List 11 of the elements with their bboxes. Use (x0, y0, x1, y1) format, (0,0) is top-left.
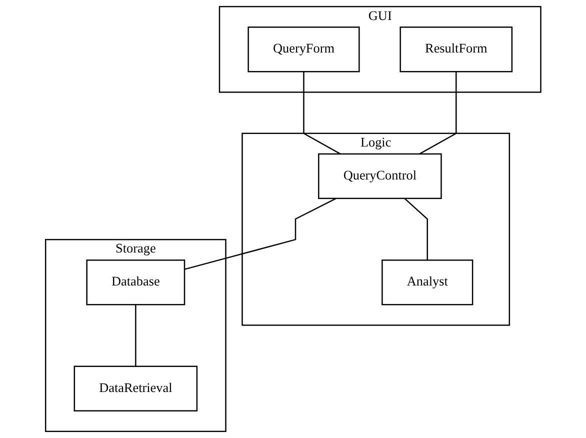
connector (419, 72, 457, 154)
connector (404, 198, 428, 260)
node-box: QueryForm (248, 26, 360, 72)
node-box: Database (86, 260, 185, 306)
connector (302, 72, 340, 154)
connector (184, 198, 336, 270)
node-box: QueryControl (318, 153, 442, 200)
node-box: DataRetrieval (74, 366, 198, 412)
connector (134, 304, 136, 366)
node-box: Analyst (381, 260, 473, 306)
node-box: ResultForm (400, 26, 512, 72)
